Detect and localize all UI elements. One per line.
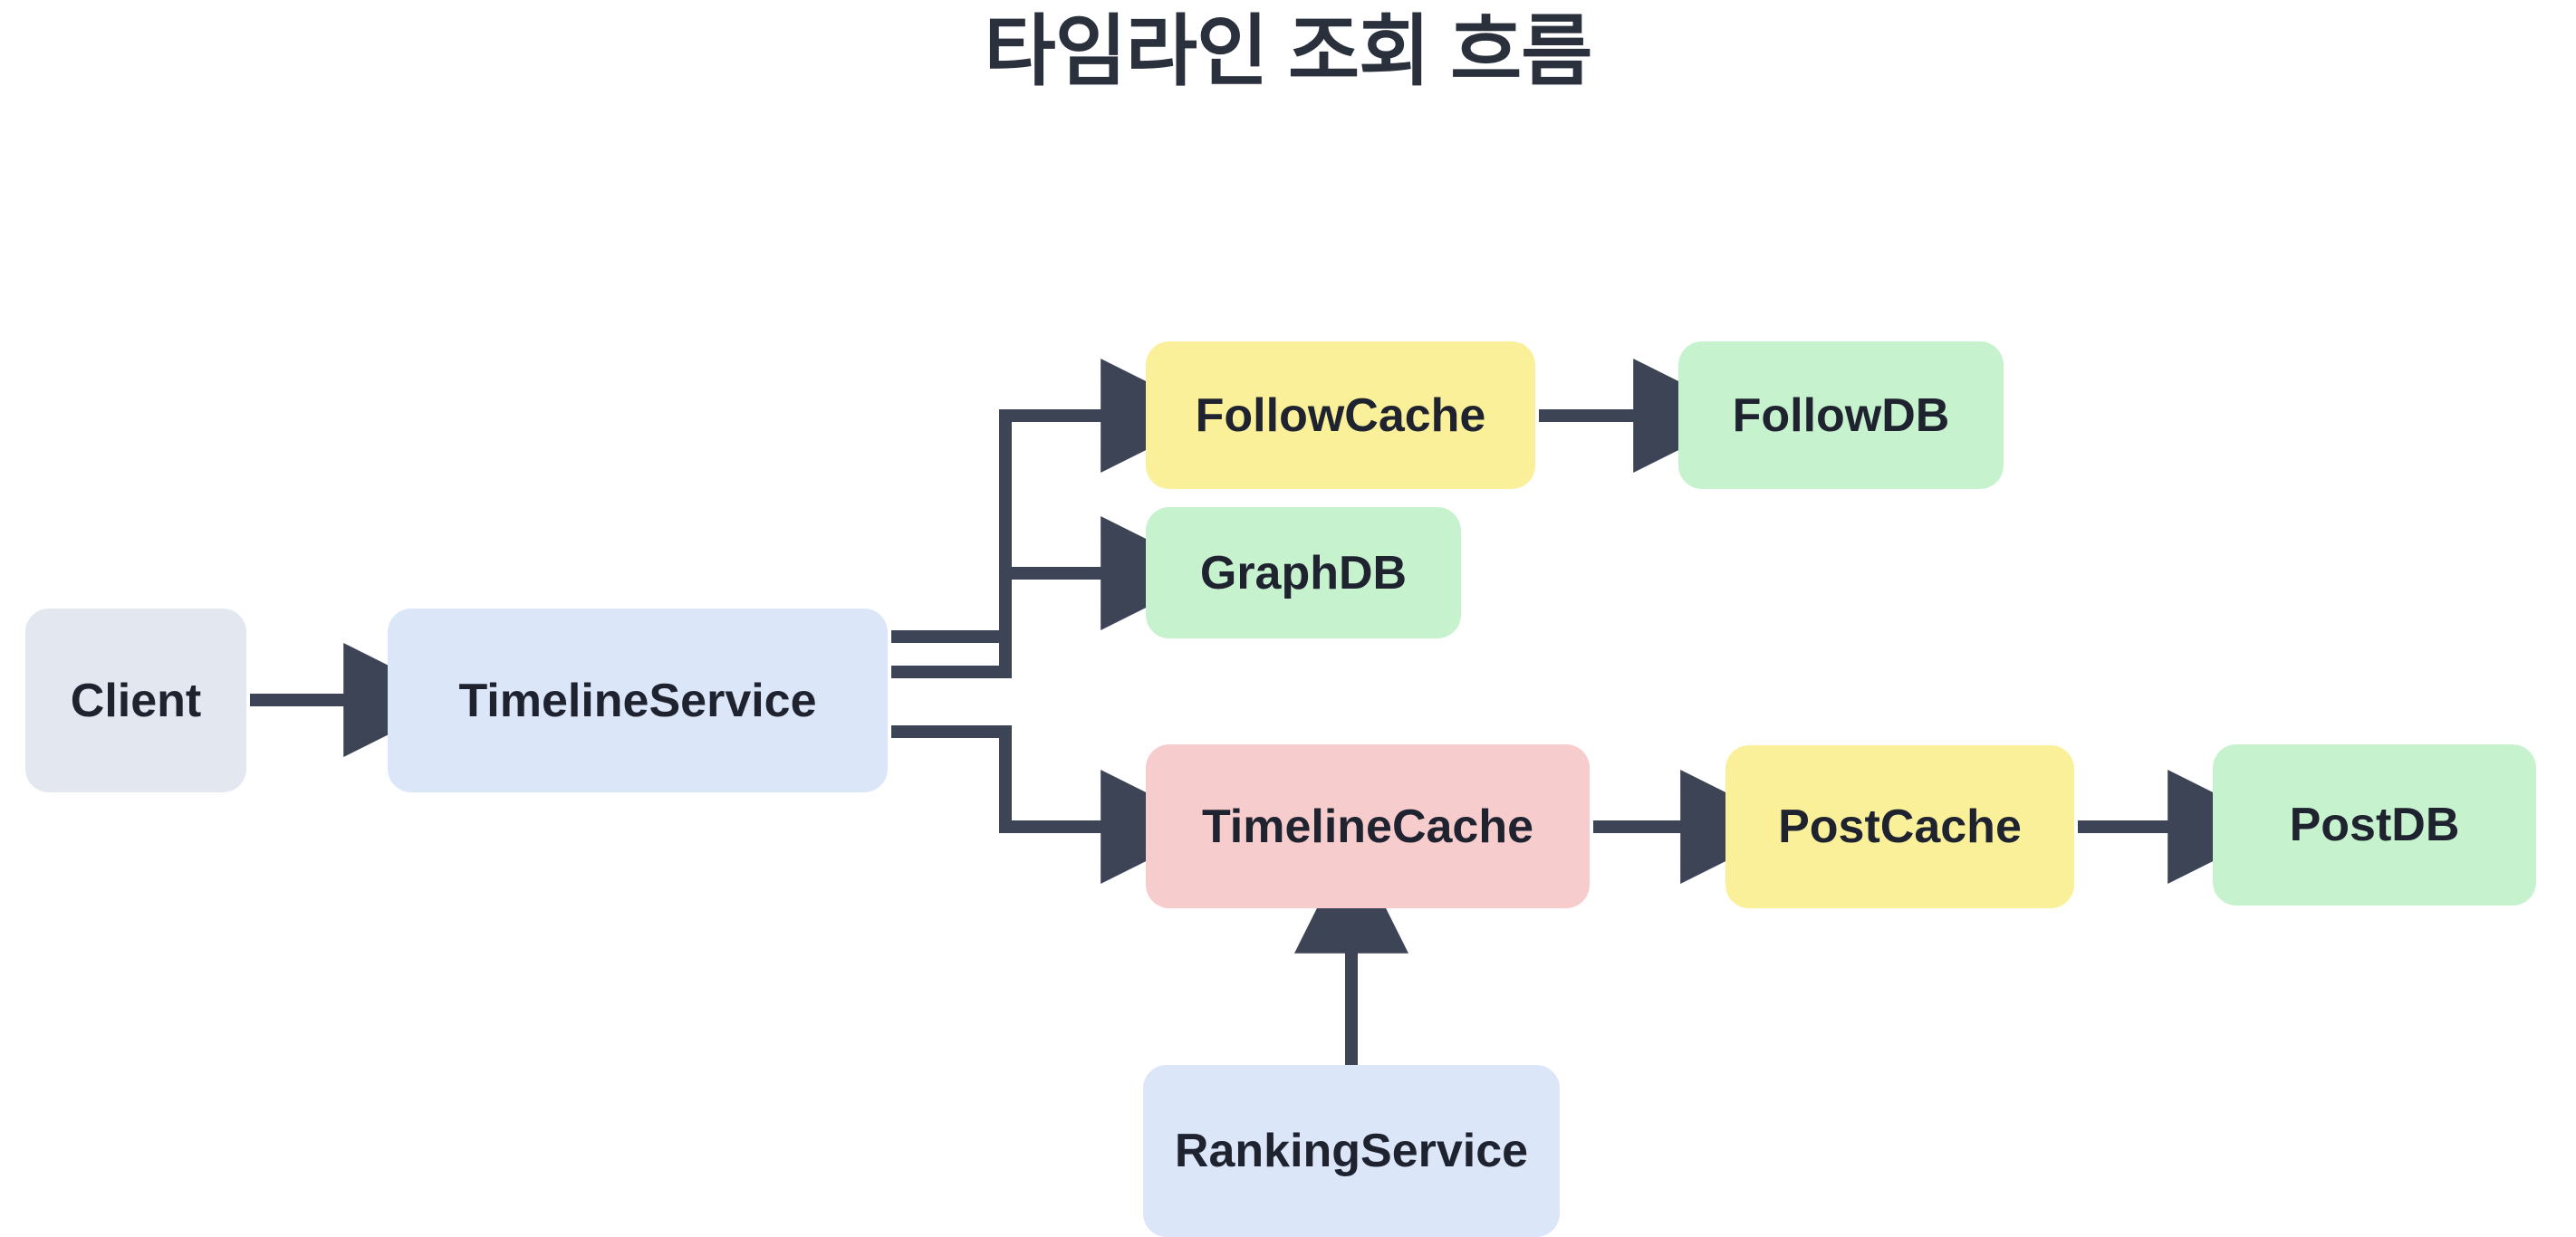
node-post-cache[interactable]: PostCache [1725, 745, 2074, 908]
node-follow-cache[interactable]: FollowCache [1146, 341, 1535, 489]
node-timeline-service-label: TimelineService [458, 674, 817, 727]
node-graph-db[interactable]: GraphDB [1146, 507, 1461, 638]
node-follow-db[interactable]: FollowDB [1678, 341, 2004, 489]
node-ranking-service[interactable]: RankingService [1143, 1065, 1560, 1237]
edge-timelineservice-to-graphdb [891, 516, 1216, 678]
node-ranking-service-label: RankingService [1174, 1125, 1529, 1177]
edge-timelineservice-to-followcache [891, 359, 1216, 643]
node-client[interactable]: Client [25, 609, 246, 792]
diagram-title: 타임라인 조회 흐름 [984, 8, 1593, 95]
node-graph-db-label: GraphDB [1199, 546, 1408, 599]
node-post-cache-label: PostCache [1778, 801, 2022, 853]
node-timeline-cache[interactable]: TimelineCache [1146, 744, 1590, 908]
node-post-db-label: PostDB [2289, 799, 2460, 851]
node-timeline-service[interactable]: TimelineService [388, 609, 888, 792]
edge-timelineservice-to-timelinecache [891, 725, 1216, 884]
node-follow-db-label: FollowDB [1732, 388, 1950, 442]
node-timeline-cache-label: TimelineCache [1201, 800, 1534, 853]
node-post-db[interactable]: PostDB [2213, 744, 2536, 906]
node-client-label: Client [70, 674, 202, 727]
node-follow-cache-label: FollowCache [1195, 388, 1486, 442]
